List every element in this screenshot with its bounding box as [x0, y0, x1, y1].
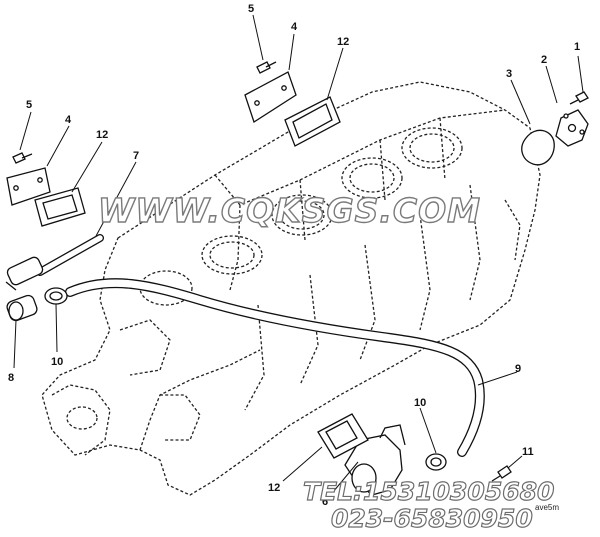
drawing-code: ave5m — [535, 503, 559, 512]
callout-4-top: 4 — [291, 21, 298, 33]
watermark-phone-1: TEL:15310305680 — [303, 477, 554, 506]
watermark-phone-2: 023-65830950 — [331, 504, 533, 533]
clamp-10-left — [44, 287, 68, 305]
callout-10-left: 10 — [51, 356, 63, 368]
callout-5-top: 5 — [248, 3, 254, 15]
callout-labels: 1 2 3 4 5 12 5 4 12 7 8 10 9 10 11 12 6 — [8, 3, 580, 508]
callout-4-left: 4 — [65, 114, 72, 126]
flange-2 — [555, 109, 589, 147]
gasket-12-left — [34, 187, 86, 227]
callout-10-right: 10 — [414, 397, 426, 409]
callout-3: 3 — [506, 68, 512, 80]
screw-11 — [491, 465, 512, 482]
callout-8: 8 — [8, 372, 14, 384]
tube-7 — [36, 234, 104, 276]
screw-1 — [569, 91, 589, 105]
cover-plate-4-left — [6, 167, 51, 206]
callout-6: 6 — [322, 496, 328, 508]
callout-5-left: 5 — [26, 99, 32, 111]
screw-5-left — [12, 152, 33, 164]
clamp-10-right — [425, 453, 447, 471]
callout-9: 9 — [515, 363, 521, 375]
screw-5-top — [256, 61, 277, 74]
callout-12-top: 12 — [337, 36, 349, 48]
callout-11: 11 — [522, 446, 534, 458]
callout-2: 2 — [541, 54, 547, 66]
leader-lines — [13, 14, 584, 493]
fitting-8 — [5, 256, 44, 322]
gasket-12-bottom — [317, 413, 369, 459]
callout-12-left: 12 — [96, 129, 108, 141]
round-cover-3 — [521, 129, 555, 166]
elbow-6 — [344, 424, 406, 496]
callout-1: 1 — [574, 41, 580, 53]
engine-block — [41, 81, 541, 496]
gasket-12-top — [284, 96, 341, 147]
callout-12-bottom: 12 — [268, 482, 280, 494]
callout-7: 7 — [133, 150, 139, 162]
hose-9 — [65, 278, 485, 457]
watermark-site: WWW.CQKSGS.COM — [98, 191, 481, 230]
cover-plate-4-top — [244, 71, 297, 123]
